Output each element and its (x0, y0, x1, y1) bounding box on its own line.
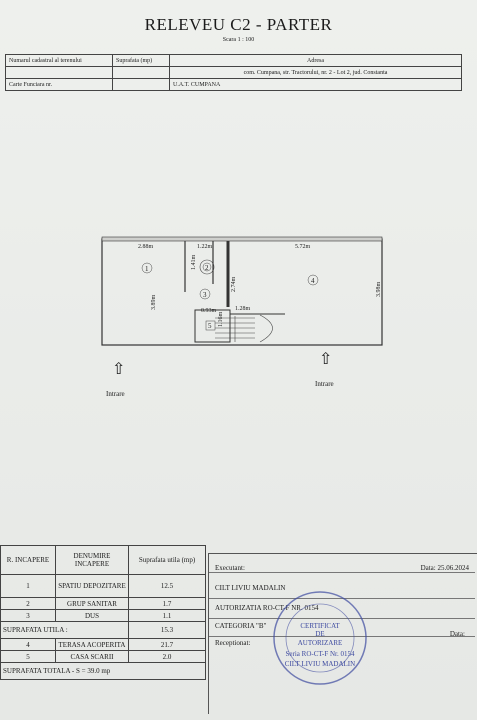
room-3-number: 3 (203, 291, 207, 299)
dim-288: 2.88m (138, 244, 154, 250)
dim-389: 3.89m (151, 295, 157, 311)
entrance-label-left: Intrare (106, 390, 125, 398)
table-row: 5 CASA SCARII 2.0 (0, 650, 206, 663)
table-row: 1 SPATIU DEPOZITARE 12.5 (0, 574, 206, 598)
entrance-label-right: Intrare (315, 380, 334, 388)
floor-plan: 2.88m 1.22m 5.72m 0.93m 1.28m 3.89m 1.41… (101, 236, 383, 346)
col-header-nr: R. INCAPERE (0, 545, 56, 575)
stamp-text-line1: CERTIFICAT (300, 622, 340, 630)
dim-122: 1.22m (197, 244, 213, 250)
door-swing (259, 314, 273, 343)
page-title: RELEVEU C2 - PARTER (144, 15, 333, 34)
surface-value (112, 66, 170, 79)
address-header: Adresa (169, 54, 462, 67)
executant-label: Executant: Data: 25.06.2024 (209, 564, 475, 573)
dim-398: 3.98m (376, 282, 382, 298)
certification-stamp: CERTIFICAT DE AUTORIZARE Seria RO-CT-F N… (273, 591, 367, 685)
stamp-text-line5: CILT LIVIU MADALIN (285, 660, 355, 668)
stamp-text-line4: Seria RO-CT-F Nr. 0154 (286, 650, 355, 658)
stair-steps (215, 316, 255, 342)
col-header-name: DENUMIRE INCAPERE (55, 545, 129, 575)
dim-116: 1.16m (218, 312, 224, 328)
total-surface-label: SUPRAFATA TOTALA - S = 39.0 mp (0, 662, 206, 680)
rooms-table: R. INCAPERE DENUMIRE INCAPERE Suprafata … (0, 545, 206, 680)
scale-label: Scara 1 : 100 (222, 37, 255, 43)
receptionist-label: Receptionat: Data: (215, 630, 465, 647)
entrance-arrow-icon: ⇧ (112, 361, 126, 378)
parcel-info-table: Numarul cadastral al terenului Suprafata… (5, 54, 462, 91)
authorization-label: AUTORIZATIA RO-CT-F NR. 0154 (209, 604, 475, 619)
table-row: 4 TERASA ACOPERITA 21.7 (0, 638, 206, 651)
dim-093: 0.93m (201, 308, 217, 314)
land-book-value (112, 78, 170, 91)
cadastral-number-value (5, 66, 113, 79)
uat-value: U.A.T. CUMPANA (169, 78, 462, 91)
stamp-text-line3: AUTORIZARE (298, 639, 343, 647)
entrance-arrow-icon: ⇧ (319, 351, 333, 368)
dim-572: 5.72m (295, 244, 311, 250)
address-value: com. Cumpana, str. Tractorului, nr. 2 - … (169, 66, 462, 79)
room-2-number: 2 (205, 264, 209, 272)
room-4-number: 4 (311, 277, 315, 285)
useful-surface-value: 15.3 (128, 621, 206, 639)
land-book-label: Carte Funciara nr. (5, 78, 113, 91)
table-row: 2 GRUP SANITAR 1.7 (0, 597, 206, 610)
top-wall (101, 236, 383, 242)
room-2-fixture (199, 259, 215, 275)
table-row: 3 DUS 1.1 (0, 609, 206, 622)
category-label: CATEGORIA "B" (209, 622, 475, 637)
executant-name: CILT LIVIU MADALIN (209, 584, 475, 599)
surface-header: Suprafata (mp) (112, 54, 170, 67)
date-label: Data: 25.06.2024 (420, 564, 469, 572)
dim-128: 1.28m (235, 306, 251, 312)
stamp-text-line2: DE (315, 630, 324, 638)
stair-box (194, 309, 231, 343)
dim-274: 2.74m (231, 277, 237, 293)
useful-surface-label: SUPRAFATA UTILA : (0, 621, 129, 639)
cadastral-number-header: Numarul cadastral al terenului (5, 54, 113, 67)
col-header-surface: Suprafata utila (mp) (128, 545, 206, 575)
room-1-number: 1 (145, 265, 149, 273)
outer-wall (101, 238, 383, 346)
room-numbers: 1 2 3 4 5 (141, 262, 319, 331)
executant-block: Executant: Data: 25.06.2024 CILT LIVIU M… (208, 553, 477, 714)
room-5-number: 5 (208, 322, 212, 330)
dim-141: 1.41m (191, 255, 197, 271)
